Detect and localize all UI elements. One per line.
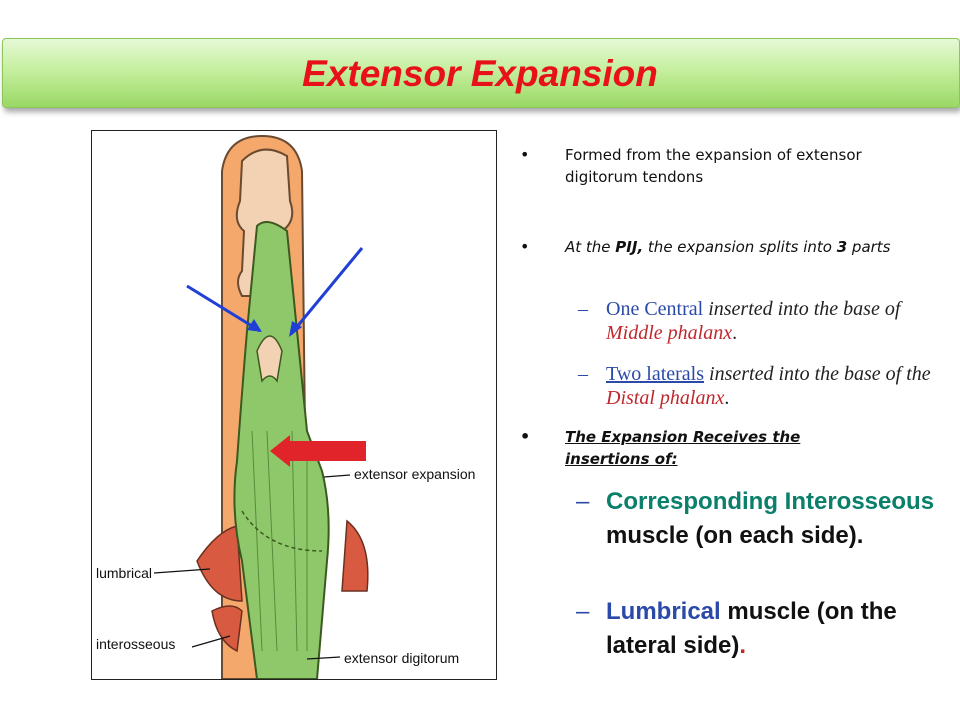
finger-diagram: extensor expansion lumbrical interosseou… — [91, 130, 497, 680]
label-interosseous: interosseous — [96, 636, 175, 652]
bullet-dot: • — [520, 145, 530, 164]
red-arrow — [270, 435, 366, 467]
muscle-left — [196, 525, 243, 602]
blue-arrow-right — [289, 247, 364, 335]
central-slip — [256, 335, 283, 383]
bullet-dot: • — [520, 237, 530, 256]
muscle-right — [341, 519, 369, 592]
slide-title: Extensor Expansion — [302, 53, 658, 94]
label-extensor-expansion: extensor expansion — [354, 466, 475, 482]
muscle-lower-left — [211, 605, 243, 653]
title-bar — [2, 38, 960, 108]
blue-arrow-left — [186, 284, 261, 333]
label-extensor-digitorum: extensor digitorum — [344, 650, 459, 666]
label-lumbrical: lumbrical — [96, 565, 152, 581]
bullet-dot: • — [520, 427, 531, 446]
finger-illustration: extensor expansion lumbrical interosseou… — [96, 134, 475, 679]
